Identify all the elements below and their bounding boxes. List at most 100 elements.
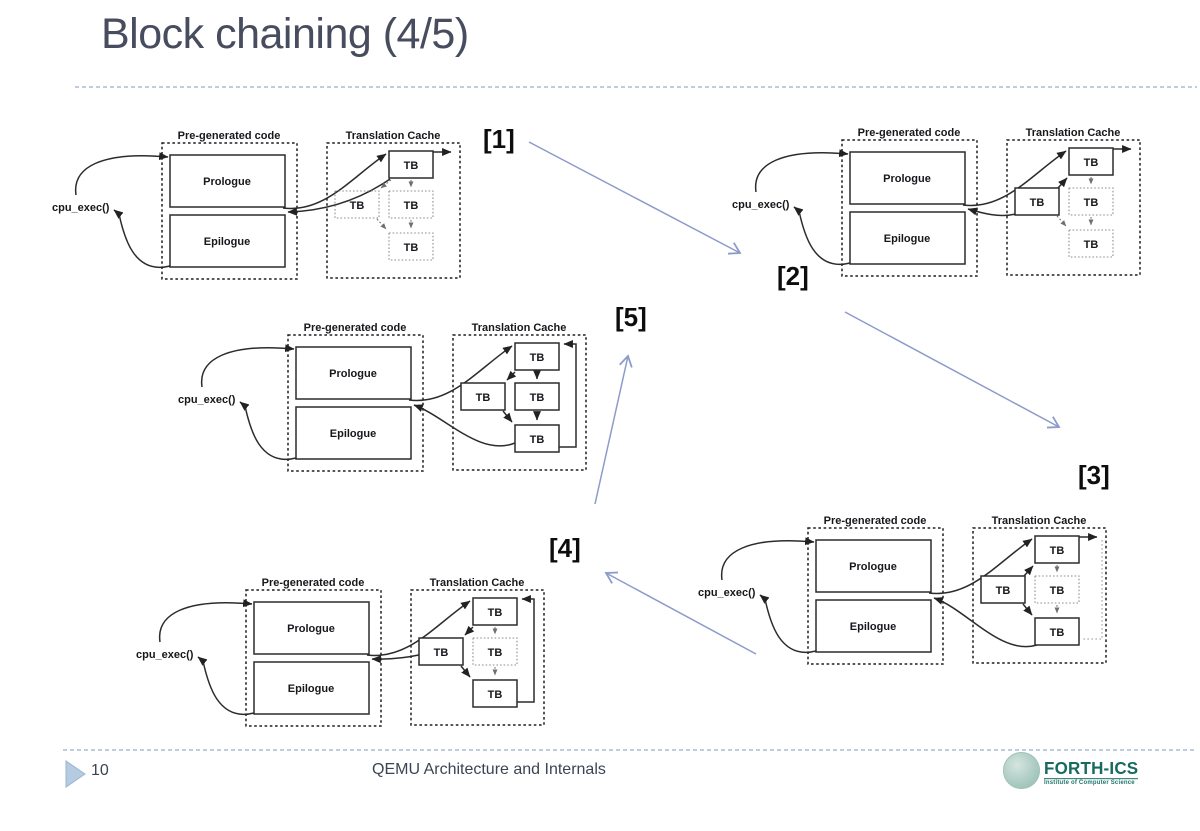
- tb-label: TB: [530, 352, 545, 364]
- pre-generated-code-label: Pre-generated code: [178, 130, 281, 142]
- tb-label: TB: [404, 242, 419, 254]
- tb-label: TB: [530, 434, 545, 446]
- arrow-step2-to-step3: [844, 311, 1061, 429]
- translation-cache-box: [972, 527, 1107, 664]
- tb-label: TB: [350, 200, 365, 212]
- tb-label: TB: [488, 689, 503, 701]
- tb-box-top: [1068, 147, 1114, 176]
- logo-subtitle: Institute of Computer Science: [1044, 780, 1135, 786]
- logo-text-block: FORTH-ICS Institute of Computer Science: [1044, 758, 1139, 786]
- epilogue-box: [295, 406, 412, 460]
- chain-arrows: [1022, 565, 1060, 616]
- chain-arrows: [502, 370, 541, 423]
- prologue-label: Prologue: [203, 176, 251, 188]
- tb-label: TB: [1084, 239, 1099, 251]
- tb-label: TB: [434, 647, 449, 659]
- tb-box-top: [472, 597, 518, 626]
- page-title: Block chaining (4/5): [101, 10, 469, 58]
- tb-label: TB: [488, 647, 503, 659]
- tb-box-middle: [1068, 187, 1114, 216]
- tb-label: TB: [1050, 545, 1065, 557]
- epilogue-label: Epilogue: [288, 683, 334, 695]
- cpu-exec-label: cpu_exec(): [52, 202, 110, 214]
- prologue-box: [169, 154, 286, 208]
- prologue-box: [849, 151, 966, 205]
- tb-label: TB: [996, 585, 1011, 597]
- prologue-box: [295, 346, 412, 400]
- tb-label: TB: [1050, 585, 1065, 597]
- cpu-exec-label: cpu_exec(): [178, 394, 236, 406]
- footer-deck-title: QEMU Architecture and Internals: [372, 761, 606, 778]
- prologue-box: [253, 601, 370, 655]
- tb-box-bottom: [1034, 617, 1080, 646]
- translation-cache-label: Translation Cache: [346, 130, 441, 142]
- tb-box-bottom: [1068, 229, 1114, 258]
- chain-arrows: [1056, 177, 1094, 227]
- pre-generated-code-box: [807, 527, 944, 665]
- flow-curves: [74, 148, 452, 269]
- epilogue-box: [253, 661, 370, 715]
- pre-generated-code-box: [287, 334, 424, 472]
- translation-cache-label: Translation Cache: [430, 577, 525, 589]
- logo-name: FORTH-ICS: [1044, 758, 1139, 780]
- tb-label: TB: [1084, 157, 1099, 169]
- tb-box-bottom: [472, 679, 518, 708]
- tb-box-left: [460, 382, 506, 411]
- prologue-label: Prologue: [883, 173, 931, 185]
- diagram-stage-3: Pre-generated code Translation Cache Pro…: [698, 515, 1107, 665]
- tb-label: TB: [1030, 197, 1045, 209]
- diagram-stage-5: Pre-generated code Translation Cache Pro…: [178, 322, 587, 472]
- step-label-1: [1]: [483, 124, 515, 154]
- prologue-label: Prologue: [849, 561, 897, 573]
- chain-arrows: [376, 179, 414, 230]
- diagram-stage-2: Pre-generated code Translation Cache Pro…: [732, 127, 1141, 277]
- translation-cache-label: Translation Cache: [992, 515, 1087, 527]
- epilogue-box: [815, 599, 932, 653]
- pre-generated-code-label: Pre-generated code: [304, 322, 407, 334]
- tb-label: TB: [476, 392, 491, 404]
- diagram-stage-1: Pre-generated code Translation Cache Pro…: [52, 130, 461, 280]
- translation-cache-box: [326, 142, 461, 279]
- prologue-box: [815, 539, 932, 593]
- chain-arrows: [460, 625, 498, 678]
- translation-cache-label: Translation Cache: [472, 322, 567, 334]
- step-label-5: [5]: [615, 302, 647, 332]
- tb-label: TB: [488, 607, 503, 619]
- tb-label: TB: [1050, 627, 1065, 639]
- tb-box-middle: [514, 382, 560, 411]
- tb-box-middle: [1034, 575, 1080, 604]
- pre-generated-code-label: Pre-generated code: [824, 515, 927, 527]
- tb-box-bottom: [388, 232, 434, 261]
- step-label-4: [4]: [549, 533, 581, 563]
- cpu-exec-label: cpu_exec(): [698, 587, 756, 599]
- footer-marker-icon: [65, 760, 86, 788]
- pre-generated-code-label: Pre-generated code: [262, 577, 365, 589]
- tb-label: TB: [1084, 197, 1099, 209]
- epilogue-label: Epilogue: [850, 621, 896, 633]
- tb-box-top: [514, 342, 560, 371]
- tb-box-top: [388, 150, 434, 179]
- tb-box-top: [1034, 535, 1080, 564]
- logo-seal-icon: [1003, 752, 1040, 789]
- step-label-3: [3]: [1078, 460, 1110, 490]
- translation-cache-box: [452, 334, 587, 471]
- epilogue-box: [169, 214, 286, 268]
- tb-box-left: [980, 575, 1026, 604]
- epilogue-label: Epilogue: [204, 236, 250, 248]
- tb-label: TB: [404, 160, 419, 172]
- step-label-2: [2]: [777, 261, 809, 291]
- translation-cache-box: [1006, 139, 1141, 276]
- tb-label: TB: [404, 200, 419, 212]
- epilogue-label: Epilogue: [884, 233, 930, 245]
- forth-ics-logo: FORTH-ICS Institute of Computer Science: [1003, 752, 1139, 789]
- prologue-label: Prologue: [287, 623, 335, 635]
- page-number: 10: [91, 762, 109, 779]
- cpu-exec-label: cpu_exec(): [136, 649, 194, 661]
- epilogue-label: Epilogue: [330, 428, 376, 440]
- translation-cache-box: [410, 589, 545, 726]
- tb-box-bottom: [514, 424, 560, 453]
- translation-cache-label: Translation Cache: [1026, 127, 1121, 139]
- pre-generated-code-label: Pre-generated code: [858, 127, 961, 139]
- tb-box-middle: [388, 190, 434, 219]
- tb-box-left: [418, 637, 464, 666]
